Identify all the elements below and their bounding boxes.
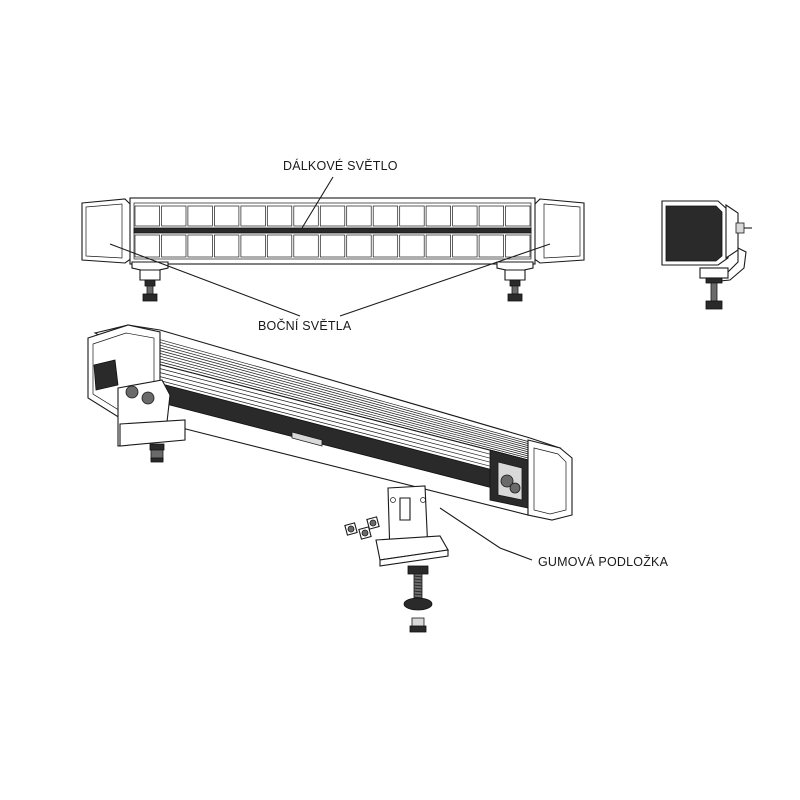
housing-rib (143, 351, 529, 455)
housing-rib (134, 337, 530, 447)
led-cell (161, 205, 187, 227)
led-cell (425, 234, 451, 258)
housing-rib (149, 365, 529, 465)
led-cell (240, 205, 266, 227)
thread-line (413, 578, 423, 581)
side-view-light-bar (661, 200, 752, 310)
led-cell (161, 234, 187, 258)
label-high-beam: DÁLKOVÉ SVĚTLO (283, 158, 398, 173)
led-cell (293, 234, 319, 258)
led-cell (372, 234, 399, 258)
front-view-light-bar (81, 197, 585, 302)
led-grid (134, 205, 531, 258)
led-cell (505, 234, 531, 258)
thread-line (413, 584, 423, 587)
led-cell (425, 205, 451, 227)
thread-line (413, 581, 423, 584)
label-rubber-pad: GUMOVÁ PODLOŽKA (538, 554, 669, 569)
led-cell (240, 234, 266, 258)
led-cell (187, 205, 213, 227)
led-cell (399, 234, 425, 258)
led-cell (134, 234, 160, 258)
led-cell (399, 205, 425, 227)
bolt-set (344, 516, 380, 540)
led-cell (319, 234, 346, 258)
mounting-bracket-assembly (344, 485, 449, 633)
led-cell (505, 205, 531, 227)
led-cell (293, 205, 319, 227)
housing-rib (145, 354, 529, 457)
perspective-view-light-bar (87, 324, 573, 521)
led-cell (319, 205, 346, 227)
thread-line (413, 590, 423, 593)
led-cell (266, 234, 293, 258)
led-cell (478, 234, 504, 258)
led-cell (214, 234, 240, 258)
housing-rib (138, 344, 530, 451)
housing-ribs-front (149, 365, 529, 477)
led-cell (134, 205, 160, 227)
housing-rib (147, 358, 529, 459)
led-cell (452, 205, 478, 227)
label-side-lights: BOČNÍ SVĚTLA (258, 318, 352, 333)
housing-rib (136, 341, 530, 449)
thread-line (413, 593, 423, 596)
led-cell (372, 205, 399, 227)
led-cell (214, 205, 240, 227)
housing-rib (149, 369, 529, 469)
led-cell (478, 205, 504, 227)
housing-rib (130, 331, 530, 443)
housing-rib (149, 373, 529, 473)
rubber-pad (403, 597, 433, 611)
led-cell (266, 205, 293, 227)
thread-line (413, 587, 423, 590)
housing-rib (149, 377, 529, 477)
housing-ribs-top (130, 331, 530, 459)
housing-rib (141, 348, 529, 453)
thread-line (413, 575, 423, 578)
led-cell (452, 234, 478, 258)
led-cell (346, 234, 372, 258)
housing-rib (132, 334, 530, 445)
led-cell (346, 205, 372, 227)
bolt-thread (413, 575, 423, 599)
led-cell (187, 234, 213, 258)
